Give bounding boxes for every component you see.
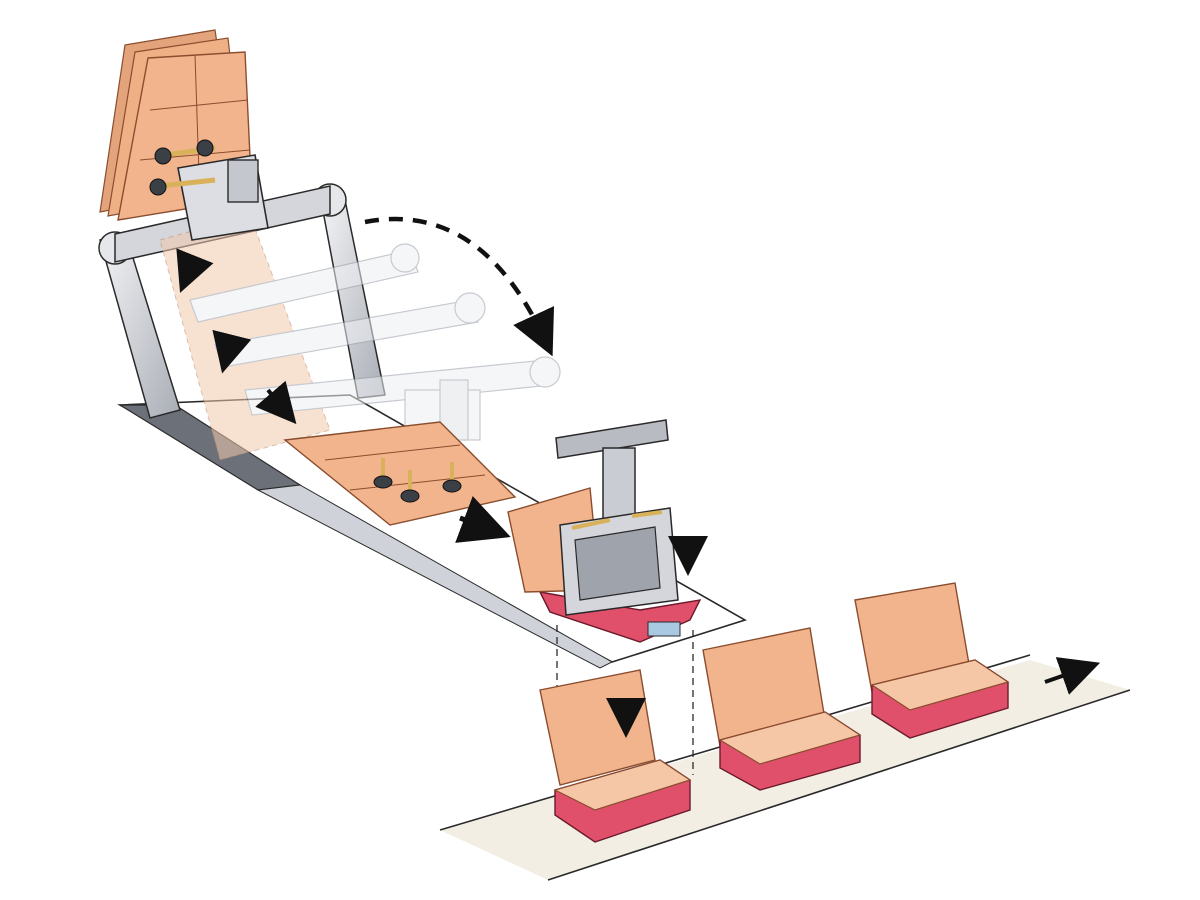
frame-leg-right xyxy=(319,194,386,399)
finished-boxes xyxy=(539,582,1010,843)
vacuum-cup-icon xyxy=(373,475,393,489)
conveyor-edge-bottom xyxy=(547,689,1131,881)
blank-fold-line xyxy=(324,444,461,461)
ghost-arm-2 xyxy=(214,292,486,368)
output-direction-arrow xyxy=(1044,657,1101,695)
pick-arm-block xyxy=(227,159,259,203)
ghost-arm-1 xyxy=(189,243,420,323)
suction-cup-icon xyxy=(196,139,214,157)
blank-fold-line xyxy=(349,474,486,491)
transfer-arrow xyxy=(455,496,511,543)
forming-press xyxy=(555,419,708,616)
suction-cup-icon xyxy=(154,147,172,165)
suction-rod xyxy=(159,177,216,189)
box-body-top xyxy=(718,711,862,765)
vacuum-cup-icon xyxy=(400,489,420,503)
press-guide-rod xyxy=(631,510,663,518)
carton-fold-line xyxy=(149,99,249,111)
arrow-down-icon xyxy=(255,380,297,425)
ghost-arm-3 xyxy=(244,356,561,416)
flow-arrows xyxy=(176,248,297,425)
swing-arc-arrow xyxy=(364,216,555,357)
finished-box-1 xyxy=(539,669,692,843)
ejector-pad xyxy=(647,621,681,637)
feed-bed-side xyxy=(256,484,614,669)
vacuum-cup-icon xyxy=(442,479,462,493)
press-head-inner xyxy=(574,526,661,601)
finished-box-3 xyxy=(854,582,1010,739)
finished-box-2 xyxy=(702,627,862,791)
arrow-down-icon xyxy=(212,329,252,374)
suction-cup-icon xyxy=(149,178,167,196)
box-body-top xyxy=(870,659,1010,711)
box-body-top xyxy=(553,759,692,811)
vacuum-cups xyxy=(373,458,462,503)
press-top-plate xyxy=(555,419,669,459)
press-guide-rod xyxy=(571,518,611,530)
pick-arm xyxy=(149,139,269,241)
arrow-down-icon xyxy=(176,248,214,293)
